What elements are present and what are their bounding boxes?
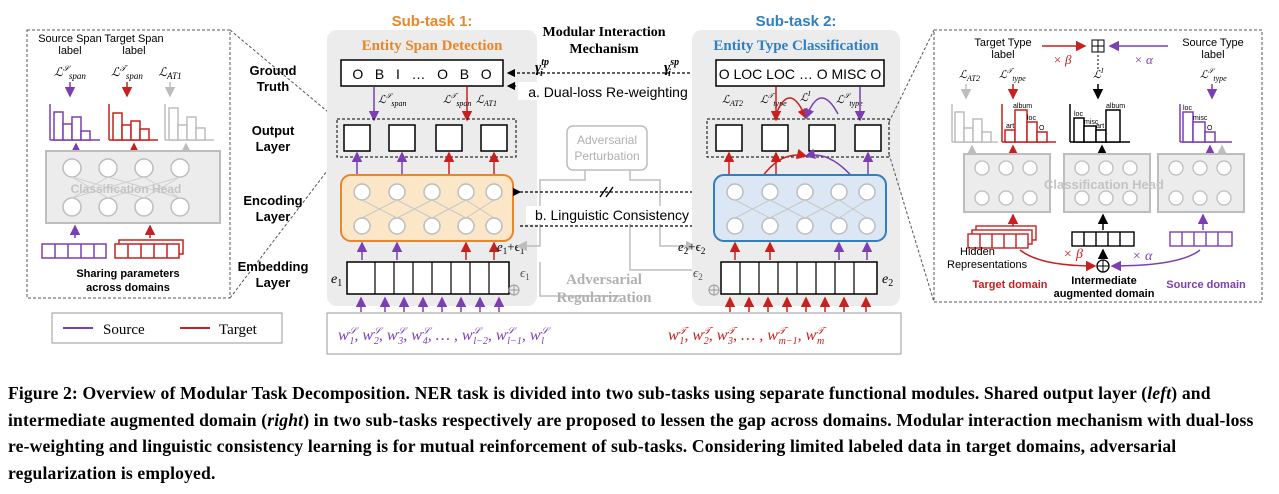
eps2-label: ϵ2 (693, 265, 703, 282)
caption-left: left (1147, 383, 1172, 403)
source-span-label-2: label (58, 45, 81, 57)
right-loss-intermediate: ℒI (1093, 67, 1104, 81)
right-target-bars: art album loc O (1001, 103, 1056, 143)
right-classification-head-label: Classification Head (1044, 177, 1164, 192)
ground-truth-label-2: Truth (257, 79, 290, 94)
target-span-label-2: label (122, 45, 145, 57)
layer-labels: Ground Truth Output Layer Encoding Layer… (238, 63, 309, 290)
source-bar-label-3: O (1207, 125, 1213, 132)
hidden-label-2: Representations (947, 259, 1028, 271)
adversarial-perturbation-box (566, 125, 648, 171)
intermediate-label-1: Intermediate (1071, 275, 1136, 287)
beta-top: × β (1053, 52, 1072, 67)
source-bar-label-1: loc (1183, 105, 1192, 112)
modular-title-1: Modular Interaction (542, 25, 665, 40)
target-type-label-2: label (991, 49, 1014, 61)
target-bar-label-1: art (1006, 123, 1014, 130)
right-source-hidden (1169, 231, 1233, 247)
left-classification-head: Classification Head (45, 150, 221, 224)
sharing-label-2: across domains (86, 282, 170, 294)
source-span-label-1: Source Span (38, 33, 102, 45)
source-domain-label: Source domain (1166, 279, 1246, 291)
subtask1-module: Sub-task 1: Entity Span Detection O B I … (327, 13, 537, 312)
target-span-label-1: Target Span (104, 33, 163, 45)
subtask2-loss-intermediate: ℒI (800, 90, 811, 104)
caption-part-3: ) in two sub-tasks respectively are prop… (8, 409, 1254, 483)
source-type-label-1: Source Type (1182, 37, 1244, 49)
classification-head-label: Classification Head (71, 182, 182, 196)
right-target-hidden (967, 225, 1037, 249)
source-hidden-stack (41, 243, 107, 259)
mid-bar-label-4: album (1106, 103, 1125, 110)
adv-perturb-2: Perturbation (574, 149, 639, 163)
alpha-bottom: × α (1132, 249, 1153, 264)
subtask1-subtitle: Entity Span Detection (362, 38, 503, 54)
modular-title-2: Mechanism (569, 42, 639, 57)
shared-bars (164, 104, 214, 141)
intermediate-label-2: augmented domain (1054, 288, 1155, 300)
target-bars (108, 104, 158, 141)
beta-bottom: × β (1063, 247, 1083, 262)
mid-bar-label-3: art (1096, 123, 1104, 130)
right-intermediate-bars: loc misc art album (1069, 103, 1130, 143)
target-bar-label-3: loc (1027, 115, 1036, 122)
subtask1-embedding (346, 261, 510, 295)
right-source-bars: loc misc O (1179, 104, 1232, 143)
right-shared-bars (951, 104, 998, 143)
linguistic-label: b. Linguistic Consistency (535, 207, 689, 223)
hidden-label-1: Hidden (960, 246, 995, 258)
legend-target-label: Target (219, 322, 258, 338)
figure-caption: Figure 2: Overview of Modular Task Decom… (8, 380, 1270, 486)
adv-perturb-1: Adversarial (577, 133, 637, 147)
encoding-layer-label-2: Layer (256, 209, 291, 224)
e1-label: e1 (331, 272, 342, 289)
subtask2-module: Sub-task 2: Entity Type Classification O… (678, 13, 900, 312)
subtask2-subtitle: Entity Type Classification (713, 38, 879, 54)
left-panel: Source Span label Target Span label ℒ𝒮sp… (26, 29, 231, 299)
dual-loss-label: a. Dual-loss Re-weighting (528, 84, 688, 100)
output-layer-label-1: Output (252, 123, 295, 138)
subtask2-title: Sub-task 2: (756, 13, 837, 30)
adv-reg-2: Regularization (557, 290, 653, 306)
encoding-layer-label-1: Encoding (243, 193, 302, 208)
embedding-layer-label-2: Layer (256, 275, 291, 290)
legend: Source Target (51, 312, 283, 344)
subtask1-title: Sub-task 1: (392, 13, 473, 30)
span-ground-truth: O B I … O B O (352, 66, 491, 82)
sharing-label-1: Sharing parameters (76, 268, 179, 280)
target-bar-label-4: O (1039, 125, 1045, 132)
target-type-label-1: Target Type (974, 37, 1031, 49)
e2-label: e2 (882, 272, 893, 289)
caption-part-2: ) and intermediate augmented domain ( (8, 383, 1211, 430)
source-bar-label-2: misc (1193, 115, 1208, 122)
embedding-layer-label-1: Embedding (238, 259, 309, 274)
legend-source-label: Source (103, 322, 145, 338)
target-hidden-stack (114, 239, 184, 259)
source-type-label-2: label (1201, 49, 1224, 61)
subtask2-embedding (720, 261, 878, 295)
mid-bar-label-2: misc (1084, 119, 1099, 126)
alpha-top: × α (1134, 52, 1154, 67)
eps1-label: ϵ1 (520, 265, 530, 282)
right-intermediate-hidden (1071, 231, 1135, 247)
overview-diagram: Source Span label Target Span label ℒ𝒮sp… (26, 13, 1263, 355)
caption-right: right (267, 409, 304, 430)
target-bar-label-2: album (1013, 103, 1032, 110)
right-panel: Target Type label Source Type label × β … (933, 29, 1263, 303)
output-layer-label-2: Layer (256, 139, 291, 154)
right-classification-heads: Classification Head (963, 153, 1245, 213)
type-ground-truth: O LOC LOC … O MISC O (719, 66, 882, 82)
adv-reg-1: Adversarial (566, 272, 642, 288)
target-domain-label: Target domain (973, 279, 1048, 291)
ground-truth-label-1: Ground (250, 63, 297, 78)
gamma-sp: γspi (664, 57, 679, 79)
source-bars (49, 104, 100, 141)
caption-part-1: Figure 2: Overview of Modular Task Decom… (8, 383, 1148, 403)
mid-bar-label-1: loc (1074, 111, 1083, 118)
